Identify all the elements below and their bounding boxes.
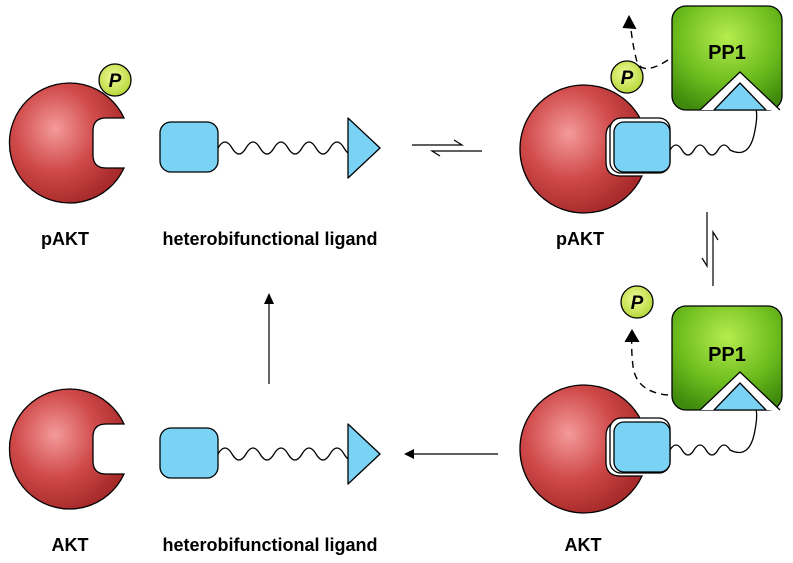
akt-label-bottom-left: AKT xyxy=(51,535,89,555)
heterobifunctional-ligand-bottom xyxy=(159,423,381,485)
pakt-label-top-left: pAKT xyxy=(41,229,89,249)
phosphate-group-top-left: P xyxy=(98,63,132,97)
pp1-label: PP1 xyxy=(708,42,746,64)
dashed-release-arrow-bottom xyxy=(624,329,669,396)
phosphate-group-top-right: P xyxy=(610,60,644,94)
akt-protein-bottom-left xyxy=(8,388,126,510)
phosphate-label: P xyxy=(631,293,644,314)
phosphate-group-released: P xyxy=(620,285,654,319)
ligand-bound-bottom-right xyxy=(609,382,767,474)
heterobifunctional-ligand-top xyxy=(159,117,381,179)
pakt-protein-top-right xyxy=(519,84,644,214)
ligand-label-bottom: heterobifunctional ligand xyxy=(162,535,378,555)
pp1-label: PP1 xyxy=(708,344,746,366)
akt-label-bottom-right: AKT xyxy=(564,535,602,555)
pakt-label-top-right: pAKT xyxy=(556,229,604,249)
dashed-transfer-arrow-top xyxy=(622,14,669,70)
pp1-phosphatase-bottom: PP1 xyxy=(671,305,783,411)
dissociation-arrow xyxy=(404,449,498,459)
recycling-arrow xyxy=(264,293,274,384)
ligand-bound-top-right xyxy=(609,82,767,174)
phosphate-label: P xyxy=(109,71,122,92)
pp1-phosphatase-top: PP1 xyxy=(671,5,783,111)
ligand-label-top: heterobifunctional ligand xyxy=(162,229,378,249)
equilibrium-arrows-horizontal xyxy=(412,139,482,157)
phosphate-label: P xyxy=(621,68,634,89)
pakt-protein-top-left xyxy=(8,82,126,204)
equilibrium-arrows-vertical xyxy=(701,212,719,286)
akt-protein-bottom-right xyxy=(519,384,644,514)
